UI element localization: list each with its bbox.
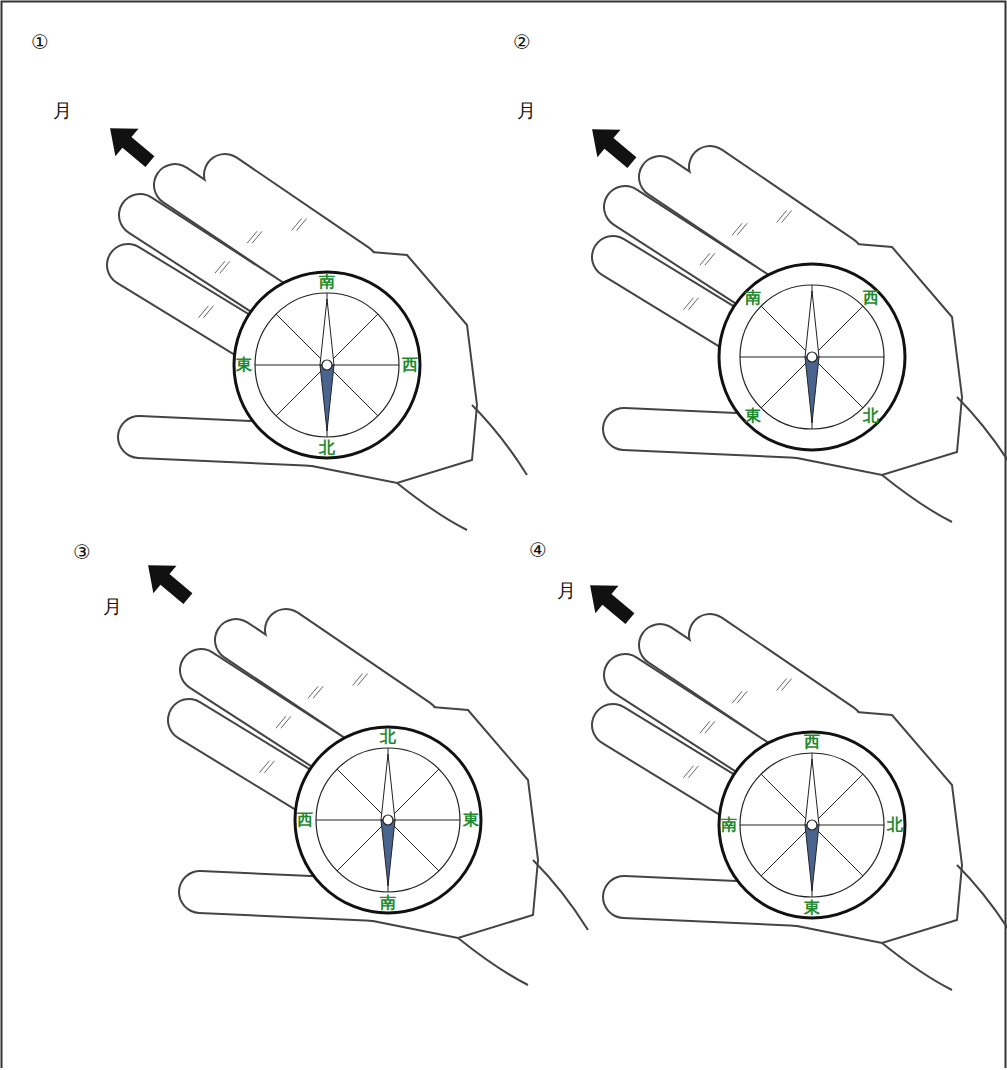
- compass: [719, 264, 905, 450]
- moon-direction-arrow: [579, 571, 642, 632]
- hand: [613, 167, 1007, 522]
- moon-direction-arrow: [581, 115, 644, 176]
- compass: [295, 727, 481, 913]
- moon-direction-arrow: [99, 114, 162, 175]
- compass-direction: 東: [463, 812, 479, 828]
- moon-label: 月: [53, 101, 72, 120]
- moon-label: 月: [557, 581, 576, 600]
- panel-number: ④: [529, 540, 547, 560]
- compass-direction: 北: [887, 817, 903, 833]
- moon-label: 月: [517, 101, 536, 120]
- moon-label: 月: [103, 597, 122, 616]
- compass-direction: 南: [721, 817, 737, 833]
- moon-direction-arrow: [137, 551, 200, 612]
- hand: [128, 175, 527, 530]
- compass-direction: 西: [297, 812, 313, 828]
- compass-direction: 西: [402, 357, 418, 373]
- panel-number: ③: [73, 542, 91, 562]
- compass-direction: 南: [380, 895, 396, 911]
- compass-direction: 南: [319, 274, 335, 290]
- compass-direction: 南: [745, 290, 761, 306]
- compass-direction: 北: [863, 408, 879, 424]
- compass-direction: 北: [319, 440, 335, 456]
- compass-direction: 西: [863, 290, 879, 306]
- panel-number: ①: [31, 32, 49, 52]
- compass: [719, 732, 905, 918]
- hand: [189, 630, 588, 985]
- hand: [613, 635, 1007, 990]
- panel-number: ②: [513, 32, 531, 52]
- compass-direction: 北: [380, 729, 396, 745]
- compass-direction: 東: [745, 408, 761, 424]
- compass-direction: 東: [804, 900, 820, 916]
- compass: [234, 272, 420, 458]
- compass-direction: 西: [804, 734, 820, 750]
- compass-direction: 東: [236, 357, 252, 373]
